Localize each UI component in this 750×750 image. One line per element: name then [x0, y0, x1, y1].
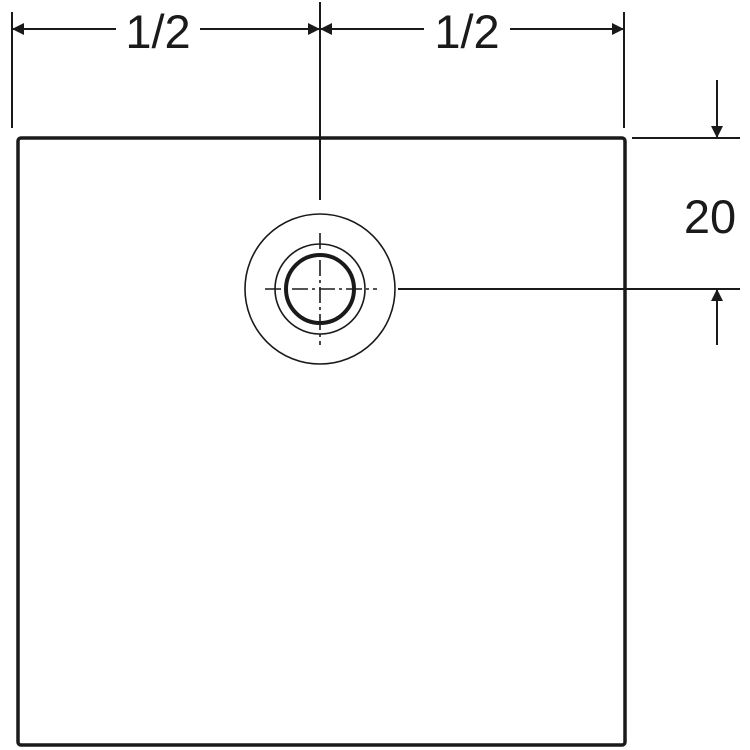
- dimension-left-half: 1/2: [12, 5, 320, 58]
- dimension-drain-offset: 20: [684, 80, 736, 345]
- shower-tray-outline: [16, 136, 627, 747]
- floor-drain-icon: [244, 213, 396, 365]
- dimension-label-right-half: 1/2: [434, 5, 499, 58]
- dimension-label-left-half: 1/2: [125, 5, 190, 58]
- dimension-label-drain-offset: 20: [684, 190, 736, 243]
- dimension-right-half: 1/2: [320, 5, 624, 58]
